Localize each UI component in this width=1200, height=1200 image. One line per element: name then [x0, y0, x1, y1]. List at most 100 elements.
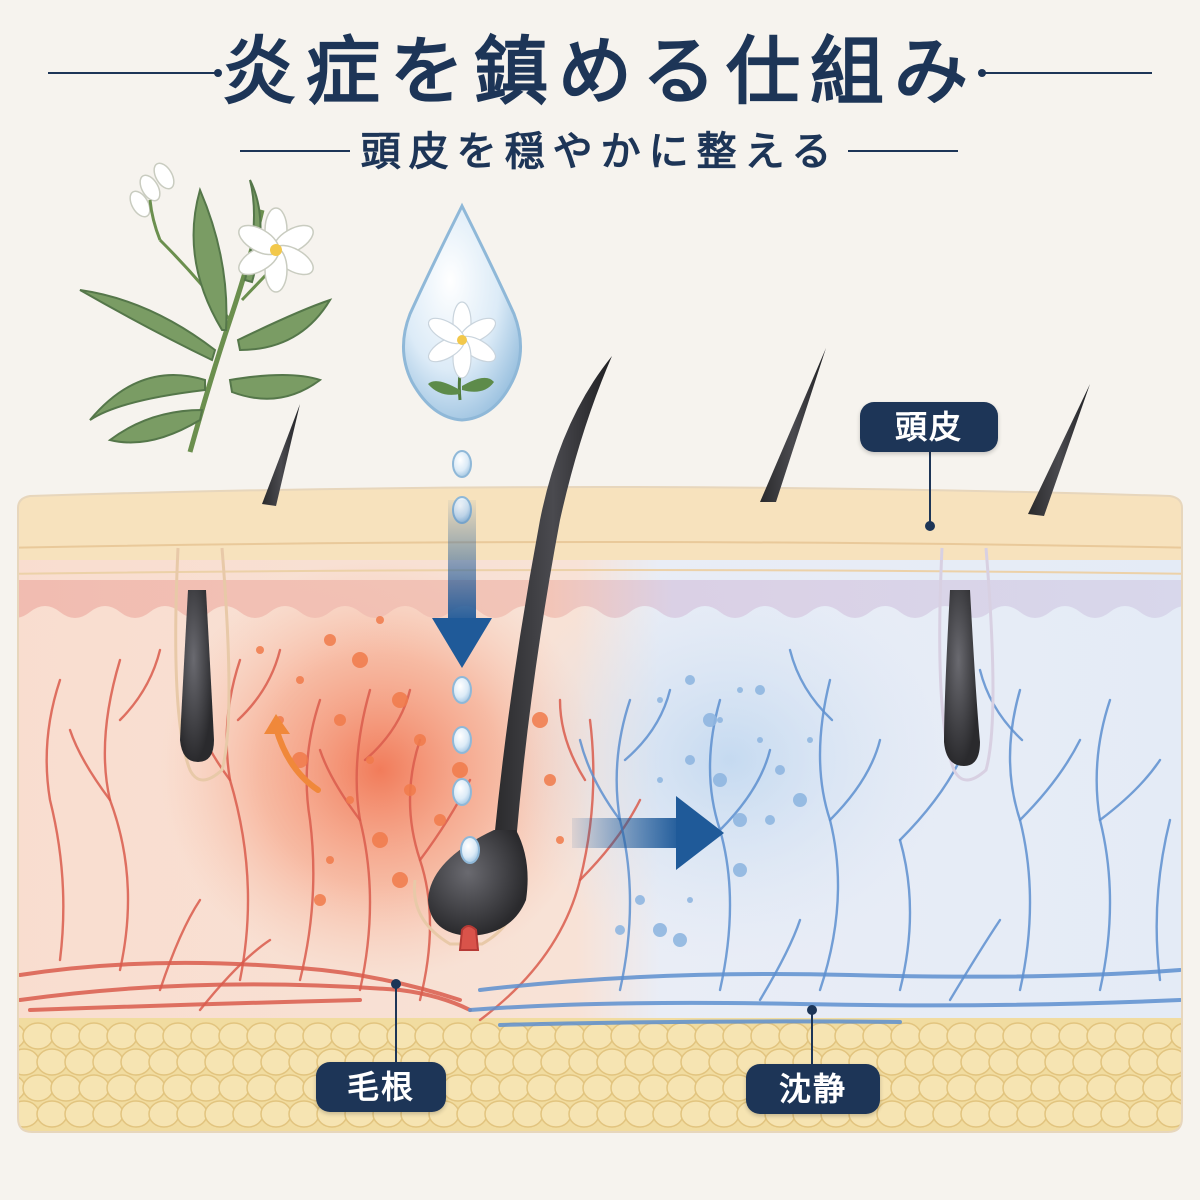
fat-cell	[36, 1048, 68, 1076]
sprig-bud	[139, 174, 161, 202]
fat-cell	[260, 1048, 292, 1076]
inflammation-particle	[256, 646, 264, 654]
blue-vessel	[898, 838, 912, 992]
fat-cell	[50, 1074, 82, 1102]
fat-cell	[1156, 1100, 1182, 1128]
sprig-leaf	[89, 374, 206, 421]
fat-cell	[1016, 1100, 1048, 1128]
calm-particle	[615, 925, 625, 935]
fat-cell	[274, 1022, 306, 1050]
fat-cell	[1100, 1100, 1132, 1128]
blue-vessel	[758, 918, 802, 1002]
calm-particle	[653, 923, 667, 937]
red-vessel	[68, 728, 112, 802]
title-rule-left	[48, 72, 218, 74]
inflammation-particle	[324, 634, 336, 646]
blood-vessels	[18, 648, 1182, 1027]
inflammation-particle	[314, 894, 326, 906]
label-leaders	[391, 452, 935, 1064]
fat-cell	[1170, 1022, 1182, 1050]
fat-cell	[148, 1100, 180, 1128]
skin-outline	[17, 486, 1183, 1133]
fat-cell	[246, 1074, 278, 1102]
calm-particle	[703, 713, 717, 727]
red-vessel	[236, 648, 282, 722]
down-arrow-shaft	[448, 500, 476, 620]
down-arrow-head	[432, 618, 492, 668]
inflammation-particle	[372, 832, 388, 848]
page-title: 炎症を鎮める仕組み	[222, 29, 978, 115]
calm-particle	[635, 895, 645, 905]
fat-cell	[918, 1022, 950, 1050]
inflammation-particle	[556, 836, 564, 844]
fat-cell	[652, 1048, 684, 1076]
fat-cell	[1044, 1048, 1076, 1076]
drip-droplet	[452, 778, 472, 806]
fat-cell	[960, 1100, 992, 1128]
fat-cell	[1086, 1022, 1118, 1050]
blue-vessel	[578, 738, 622, 822]
inflammation-particle	[366, 756, 374, 764]
fat-cell	[470, 1022, 502, 1050]
fat-cell	[904, 1048, 936, 1076]
drip-droplet	[452, 726, 472, 754]
fat-cell	[666, 1022, 698, 1050]
blue-vessel	[1018, 738, 1082, 822]
fat-cell	[176, 1048, 208, 1076]
red-vessel	[45, 678, 65, 962]
red-vessel	[558, 698, 587, 782]
inflammation-particle	[404, 784, 416, 796]
heat-curve-arrow-head	[264, 714, 290, 734]
fat-cell	[78, 1022, 110, 1050]
fat-cell	[1185, 1049, 1200, 1075]
blue-vessel	[468, 998, 1182, 1012]
red-vessel	[28, 998, 362, 1012]
blue-vessel	[898, 758, 962, 842]
fat-cell	[246, 1022, 278, 1050]
fat-cell	[1044, 1100, 1076, 1128]
fat-cell	[988, 1048, 1020, 1076]
sprig-flower-center	[270, 244, 282, 256]
calm-particle	[717, 717, 723, 723]
fat-cell	[904, 1100, 936, 1128]
calm-particle	[685, 675, 695, 685]
fat-cell	[92, 1100, 124, 1128]
fat-cell	[876, 1100, 908, 1128]
fat-cell	[36, 1100, 68, 1128]
fat-cell	[176, 1100, 208, 1128]
blue-vessel	[498, 1019, 902, 1027]
fat-cell	[652, 1100, 684, 1128]
fat-cell	[386, 1022, 418, 1050]
blue-vessel	[948, 918, 1002, 1002]
blue-vessel	[978, 668, 1024, 742]
calm-particle	[733, 813, 747, 827]
title-rule-dot-left	[214, 69, 222, 77]
fat-cell	[498, 1074, 530, 1102]
fat-cell	[120, 1100, 152, 1128]
fat-cell	[512, 1048, 544, 1076]
fat-cell	[18, 1100, 40, 1128]
fat-cell	[638, 1022, 670, 1050]
calm-particle	[765, 815, 775, 825]
calm-particle	[673, 933, 687, 947]
follicle-left	[174, 547, 231, 782]
fat-cell	[946, 1074, 978, 1102]
fat-cell	[1072, 1048, 1104, 1076]
calm-particle	[755, 685, 765, 695]
fat-cell	[288, 1100, 320, 1128]
sprig-leaf	[79, 289, 217, 362]
fat-cell	[218, 1022, 250, 1050]
fat-cell	[1030, 1074, 1062, 1102]
sprig-leaf	[228, 374, 323, 400]
fat-cell	[204, 1100, 236, 1128]
fat-cell	[330, 1022, 362, 1050]
fat-cell	[890, 1022, 922, 1050]
inflammation-particle	[292, 752, 308, 768]
inflammation-particle	[352, 652, 368, 668]
calm-glow	[500, 560, 960, 960]
fat-cell	[442, 1022, 474, 1050]
scalp-label: 頭皮	[860, 402, 998, 452]
inflammation-particle	[326, 856, 334, 864]
fat-cell	[1114, 1022, 1146, 1050]
sprig-leaf	[192, 187, 228, 331]
